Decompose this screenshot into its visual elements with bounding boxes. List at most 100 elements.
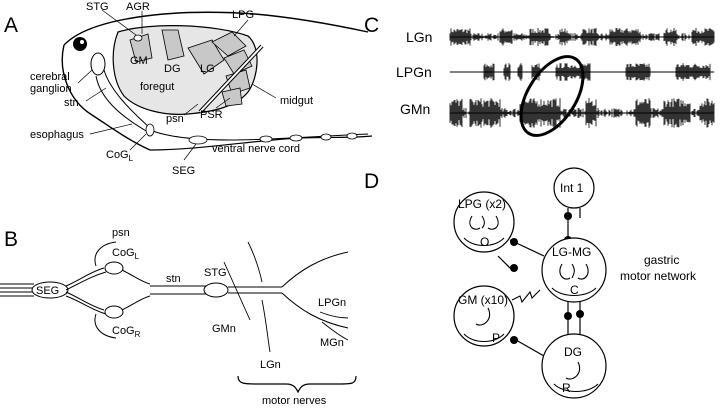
leader-stg [101, 9, 137, 36]
label-lpgn: LPGn [318, 297, 346, 309]
label-ventral-nerve-cord: ventral nerve cord [212, 143, 300, 155]
lpg-cycle-arrow [463, 237, 505, 247]
panel-b: B SEG stn STG [0, 227, 357, 407]
lgmg-cell-icon [559, 263, 589, 280]
leader-esophagus [89, 123, 133, 135]
label-lgn: LGn [260, 359, 281, 371]
gmn-nerve [223, 261, 251, 321]
label-lgmg: LG-MG [552, 245, 591, 259]
synapse-lpg-gm [510, 264, 518, 272]
node-int1 [553, 167, 595, 209]
label-gmn: GMn [212, 323, 236, 335]
synapse-lgmg-dg [564, 312, 572, 320]
label-agr: AGR [126, 1, 150, 13]
connective-upper-1 [65, 267, 105, 287]
cogl-ganglion [104, 261, 124, 275]
lvn-upper [281, 251, 349, 288]
cerebral-ganglion [90, 52, 106, 76]
lpg-muscle-2 [223, 49, 253, 75]
label-stg: STG [86, 1, 109, 13]
cogr-to-stn [121, 295, 151, 311]
label-foregut: foregut [140, 81, 174, 93]
label-dg-letter: R [562, 381, 571, 395]
seg-ganglion [188, 135, 208, 145]
seg-ganglion-b [31, 281, 69, 299]
panel-d-letter: D [364, 170, 379, 193]
stg-ganglion [133, 34, 143, 42]
cog-ganglion [145, 123, 155, 137]
panel-c-letter: C [364, 14, 379, 37]
connective-upper-2 [65, 271, 107, 291]
panel-d: D Int 1 LPG (x2) O LG-MG C GM (x10) [364, 167, 697, 399]
lpg-to-gm [497, 255, 513, 271]
label-mgn: MGn [320, 337, 344, 349]
dg-to-gm [515, 339, 545, 357]
panel-c: C LGn LPGn GMn [364, 14, 715, 137]
label-seg: SEG [172, 165, 195, 177]
label-dg: DG [564, 345, 582, 359]
trace-label-lpgn: LPGn [396, 64, 432, 80]
esophagus-line [95, 75, 149, 133]
dg-muscle [161, 29, 185, 61]
lgn-nerve [261, 299, 271, 353]
cogr-ganglion [104, 305, 124, 319]
panel-b-letter: B [4, 228, 18, 251]
label-gm: GM (x10) [458, 293, 508, 307]
leader-lpg [233, 19, 249, 37]
trace-label-lgn: LGn [406, 29, 432, 45]
psn-arc-lower [94, 313, 117, 339]
label-motor-network: motor network [620, 269, 697, 283]
label-stg-b: STG [204, 267, 227, 279]
trace-gmn [449, 98, 715, 128]
trace-label-gmn: GMn [400, 101, 430, 117]
synapse-lgmg-int1 [564, 212, 572, 220]
lg-muscle [187, 39, 225, 75]
cogl-to-stn [121, 269, 151, 285]
label-psr: PSR [200, 109, 223, 121]
lgn-nerve-up [247, 241, 263, 283]
label-lpg: LPG [232, 9, 254, 21]
synapse-lgmg-lpg [510, 238, 518, 246]
vnc-ganglion-2 [289, 134, 303, 142]
label-stn: stn [64, 97, 79, 109]
node-dg [541, 333, 607, 399]
lpgn-nerve [319, 311, 349, 319]
stn-nerve [103, 69, 151, 129]
label-lpg-letter: O [480, 235, 489, 249]
psr-muscle-2 [221, 87, 243, 107]
eye-icon [73, 37, 87, 51]
label-lgmg-letter: C [570, 283, 579, 297]
electrical-coupling-gm-lgmg [511, 289, 541, 304]
body-outline-front [61, 44, 151, 151]
label-stn-b: stn [166, 273, 181, 285]
carapace-outline [63, 11, 369, 46]
midgut-tube-inner [199, 45, 263, 113]
leader-cog [129, 133, 147, 151]
leader-cerebral [77, 69, 93, 84]
gm-cycle-arrow [463, 333, 505, 343]
label-cog: CoGL [106, 149, 134, 163]
label-cogr: CoGR [112, 325, 141, 339]
label-dg: DG [164, 63, 181, 75]
lgmg-cycle-arrow [551, 287, 597, 297]
lpg-cell-icon [469, 215, 499, 230]
synapse-dg-gm [510, 336, 518, 344]
label-cogl: CoGL [112, 247, 140, 261]
leader-midgut [251, 83, 277, 99]
motor-nerves-brace [237, 375, 357, 394]
mgn-nerve [321, 321, 349, 341]
lvn-lower [281, 292, 349, 329]
label-gm: GM [130, 55, 148, 67]
label-gastric: gastric [644, 253, 679, 267]
label-lpg: LPG (x2) [458, 197, 506, 211]
label-int1: Int 1 [560, 181, 584, 195]
leader-psn [183, 103, 199, 116]
trace-lgn [449, 28, 715, 46]
eye-highlight [80, 40, 84, 44]
connective-lower-1 [65, 291, 105, 311]
label-cerebral: cerebral [30, 71, 70, 83]
label-esophagus: esophagus [30, 129, 84, 141]
highlight-ellipse [519, 55, 585, 137]
